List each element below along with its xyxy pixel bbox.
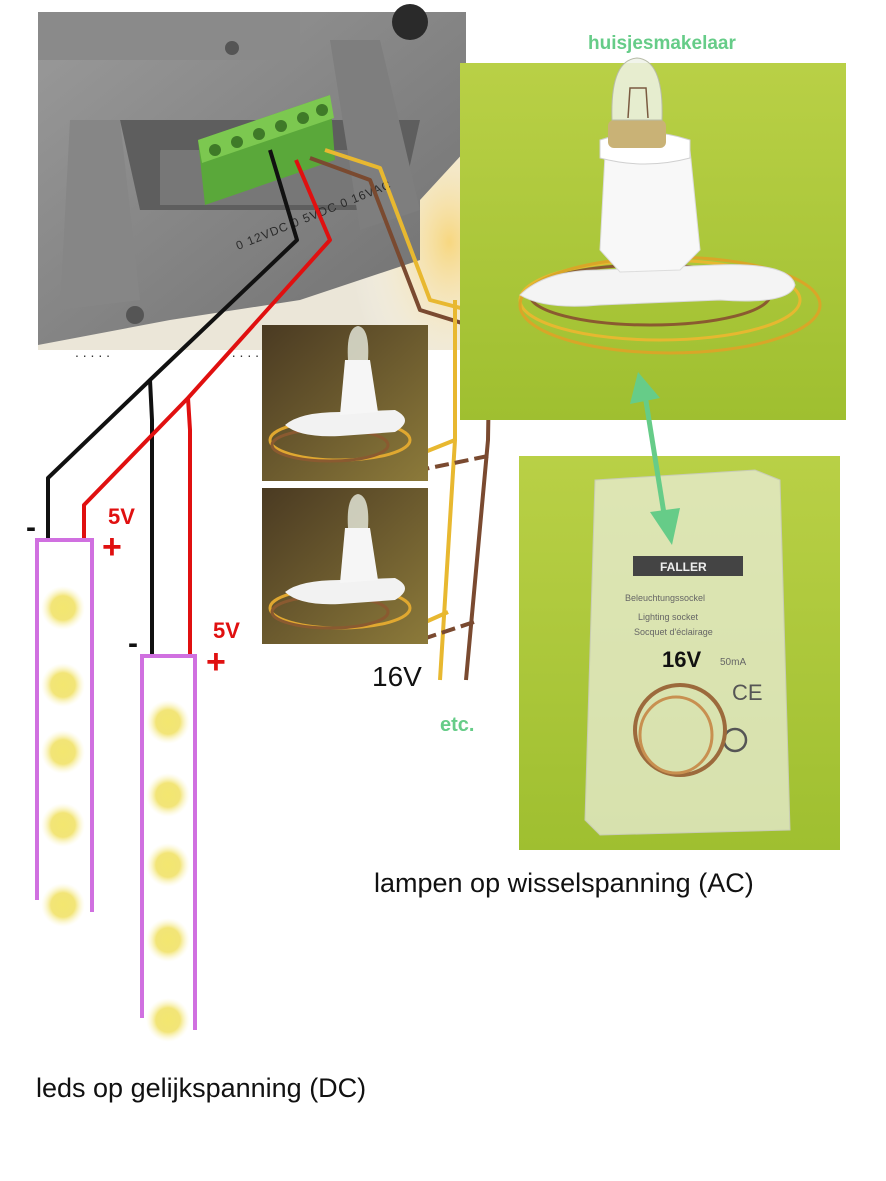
house-maker-label: huisjesmakelaar xyxy=(588,33,736,54)
socket-thumbnail-1 xyxy=(262,325,428,481)
strip2-minus-label: - xyxy=(128,627,138,660)
led-1-5 xyxy=(41,883,85,927)
strip1-voltage-label: 5V xyxy=(108,504,135,529)
led-2-2 xyxy=(146,773,190,817)
etc-label: etc. xyxy=(440,714,475,736)
package-line1: Beleuchtungssockel xyxy=(625,593,705,603)
strip1-plus-label: + xyxy=(102,528,122,566)
bulb-socket-photo xyxy=(460,57,846,420)
led-1-4 xyxy=(41,803,85,847)
package-voltage-label: 16V xyxy=(662,647,702,672)
ac-voltage-label: 16V xyxy=(372,661,422,692)
led-2-3 xyxy=(146,843,190,887)
faller-logo xyxy=(633,556,743,576)
led-1-1 xyxy=(41,586,85,630)
package-brand: FALLER xyxy=(660,560,707,574)
terminal-block xyxy=(198,95,335,205)
led-strip-2 xyxy=(140,654,197,1042)
dc-wires xyxy=(46,149,332,656)
dc-caption: leds op gelijkspanning (DC) xyxy=(36,1073,367,1103)
ac-caption: lampen op wisselspanning (AC) xyxy=(374,868,754,898)
red-wire-strip2 xyxy=(186,397,192,656)
led-2-4 xyxy=(146,918,190,962)
package-line2: Lighting socket xyxy=(638,612,699,622)
package-line3: Socquet d'éclairage xyxy=(634,627,713,637)
strip1-minus-label: - xyxy=(26,511,36,544)
power-supply-photo: 0 12VDC 0 5VDC 0 16VAC . . . . . . . . .… xyxy=(38,4,466,360)
led-strip-1 xyxy=(35,538,94,927)
led-2-5 xyxy=(146,998,190,1042)
strip2-plus-label: + xyxy=(206,643,226,681)
socket-thumbnail-2 xyxy=(262,488,428,644)
package-rating: 50mA xyxy=(720,657,746,668)
strip2-voltage-label: 5V xyxy=(213,618,240,643)
svg-text:. . . . .: . . . . . xyxy=(75,344,110,360)
faller-package-photo: FALLER Beleuchtungssockel Lighting socke… xyxy=(519,456,840,850)
led-1-2 xyxy=(41,663,85,707)
double-arrow-icon xyxy=(630,372,680,545)
led-2-1 xyxy=(146,700,190,744)
ce-mark: CE xyxy=(732,680,763,705)
black-wire-strip2 xyxy=(148,379,154,656)
led-1-3 xyxy=(41,730,85,774)
